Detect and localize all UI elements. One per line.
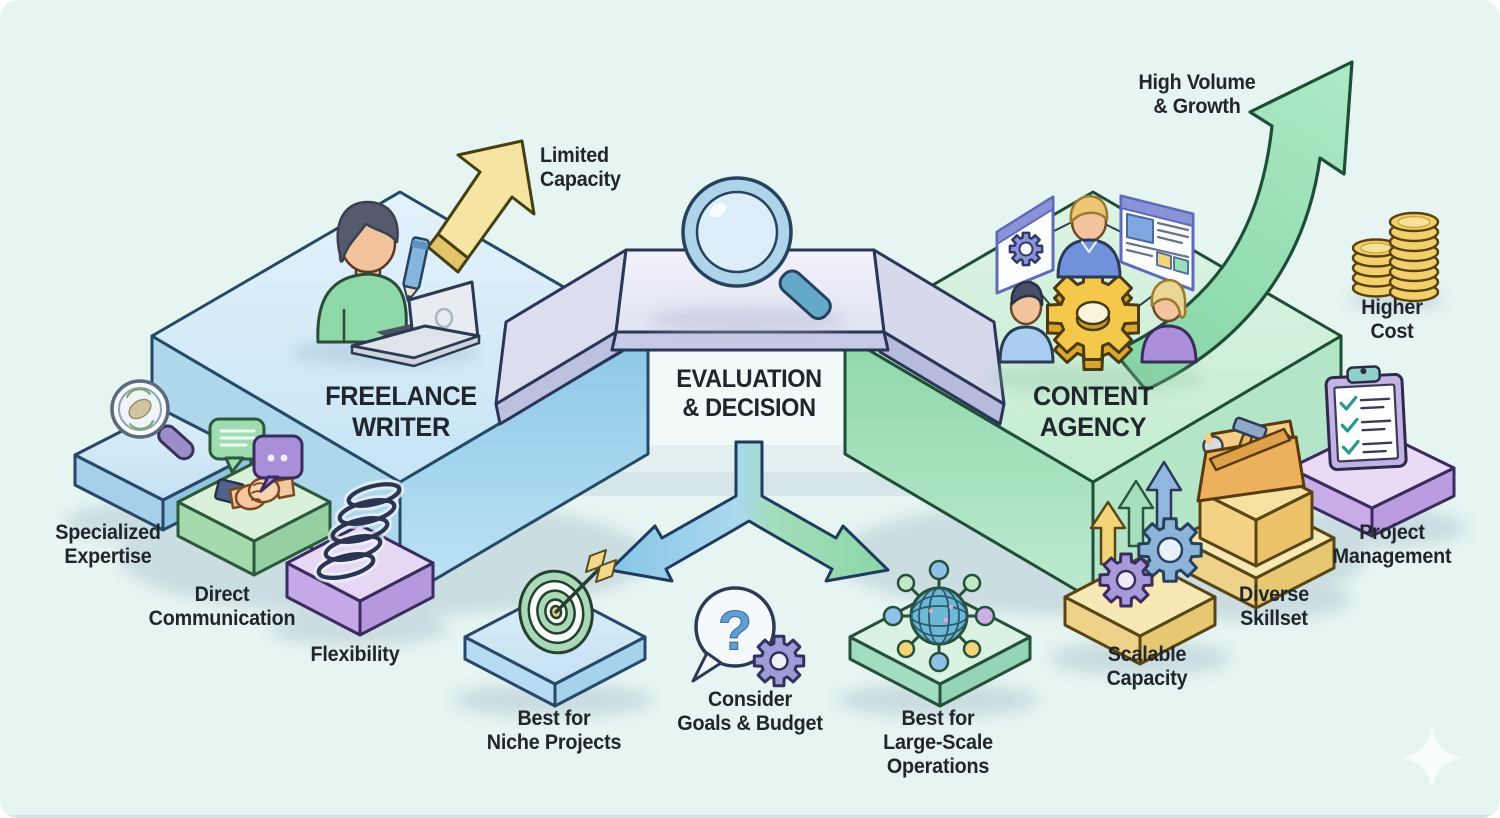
- freelance-title: FREELANCE WRITER: [325, 381, 477, 442]
- magnifier-leaf-icon: [110, 379, 195, 461]
- coin-stacks-icon: [1351, 211, 1440, 303]
- flexibility-step: [285, 523, 435, 637]
- decision-split-arrow: [608, 440, 890, 583]
- high-volume-label: High Volume & Growth: [1138, 71, 1256, 118]
- magnifier-shadow: [647, 307, 847, 333]
- higher-cost-label: Higher Cost: [1361, 296, 1423, 343]
- network-globe-icon: [882, 559, 996, 673]
- person-right: [1140, 278, 1198, 364]
- scalable-capacity-label: Scalable Capacity: [1106, 643, 1188, 690]
- target-dart-icon: [518, 549, 617, 655]
- diverse-skillset-label: Diverse Skillset: [1238, 583, 1310, 630]
- pen-icon: [402, 236, 430, 303]
- specialized-expertise-label: Specialized Expertise: [55, 521, 161, 568]
- niche-projects-label: Best for Niche Projects: [486, 707, 622, 754]
- limited-capacity-arrow: [426, 139, 536, 274]
- gears-up-arrows-icon: [1089, 460, 1203, 608]
- toolbox-icon: [1196, 416, 1306, 503]
- bottom-edge-strip: [0, 815, 1500, 818]
- flexibility-label: Flexibility: [310, 643, 400, 666]
- consider-goals-label: Consider Goals & Budget: [677, 688, 823, 735]
- direct-communication-label: Direct Communication: [148, 583, 296, 630]
- team-around-gear-icon: [995, 194, 1198, 370]
- magnifier-icon: [681, 176, 832, 321]
- app-window-icon: [995, 195, 1055, 295]
- growth-arrow: [1112, 60, 1354, 392]
- sparkle-icon: [1403, 726, 1462, 788]
- speech-bubbles-icon: [208, 417, 304, 493]
- large-scale-label: Best for Large-Scale Operations: [883, 707, 993, 778]
- person-top: [1056, 194, 1122, 279]
- question-mark-glyph: ?: [718, 599, 752, 662]
- person-left: [998, 280, 1055, 364]
- question-bubble-gear-icon: ?: [691, 586, 806, 688]
- team-shadow: [983, 363, 1203, 393]
- project-management-label: Project Management: [1332, 521, 1452, 568]
- browser-window-icon: [1119, 194, 1195, 292]
- clipboard-checklist-icon: [1324, 365, 1408, 472]
- writer-at-laptop-icon: [316, 200, 481, 368]
- evaluation-title: EVALUATION & DECISION: [676, 365, 822, 422]
- spring-icon: [313, 479, 405, 583]
- agency-title: CONTENT AGENCY: [1032, 381, 1154, 442]
- limited-capacity-label: Limited Capacity: [540, 144, 621, 191]
